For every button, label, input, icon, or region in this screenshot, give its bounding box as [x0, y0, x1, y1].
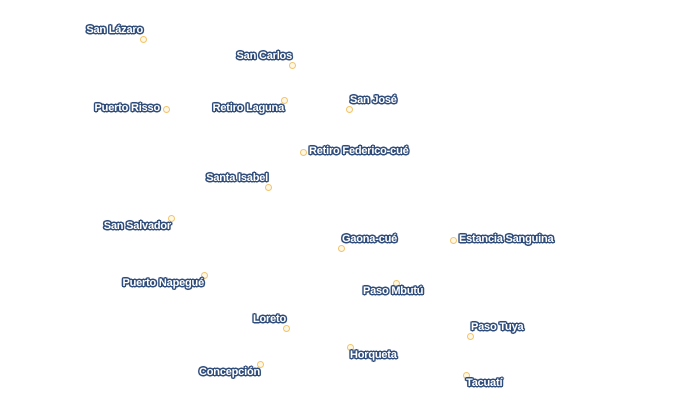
- place-label: Gaona-cué: [342, 233, 398, 245]
- place-marker[interactable]: [200, 271, 208, 279]
- place-label: Tacuatí: [466, 377, 503, 389]
- place-marker[interactable]: [162, 105, 170, 113]
- place-marker[interactable]: [466, 332, 474, 340]
- place-label: San Lázaro: [86, 24, 143, 36]
- place-marker[interactable]: [288, 61, 296, 69]
- place-label: Horqueta: [350, 349, 397, 361]
- place-marker[interactable]: [449, 236, 457, 244]
- place-marker[interactable]: [392, 279, 400, 287]
- place-label: Santa Isabel: [206, 172, 268, 184]
- place-marker[interactable]: [346, 343, 354, 351]
- place-marker[interactable]: [256, 360, 264, 368]
- place-marker[interactable]: [280, 96, 288, 104]
- place-label: Loreto: [252, 313, 286, 325]
- place-marker[interactable]: [337, 244, 345, 252]
- place-label: San José: [350, 94, 397, 106]
- place-label: San Salvador: [103, 220, 171, 232]
- place-label: Paso Tuya: [471, 321, 524, 333]
- place-marker[interactable]: [299, 148, 307, 156]
- place-marker[interactable]: [462, 371, 470, 379]
- place-label: Puerto Napegué: [122, 277, 204, 289]
- place-marker[interactable]: [282, 324, 290, 332]
- place-label: Estancia Sanguina: [459, 233, 554, 245]
- place-label: Puerto Risso: [94, 102, 161, 114]
- place-marker[interactable]: [139, 35, 147, 43]
- place-label: Retiro Federico-cué: [309, 145, 409, 157]
- place-label: San Carlos: [236, 50, 293, 62]
- place-marker[interactable]: [345, 105, 353, 113]
- place-label: Paso Mbutú: [363, 285, 424, 297]
- place-label: Retiro Laguna: [212, 102, 285, 114]
- place-marker[interactable]: [264, 183, 272, 191]
- place-marker[interactable]: [167, 214, 175, 222]
- place-label: Concepción: [199, 366, 260, 378]
